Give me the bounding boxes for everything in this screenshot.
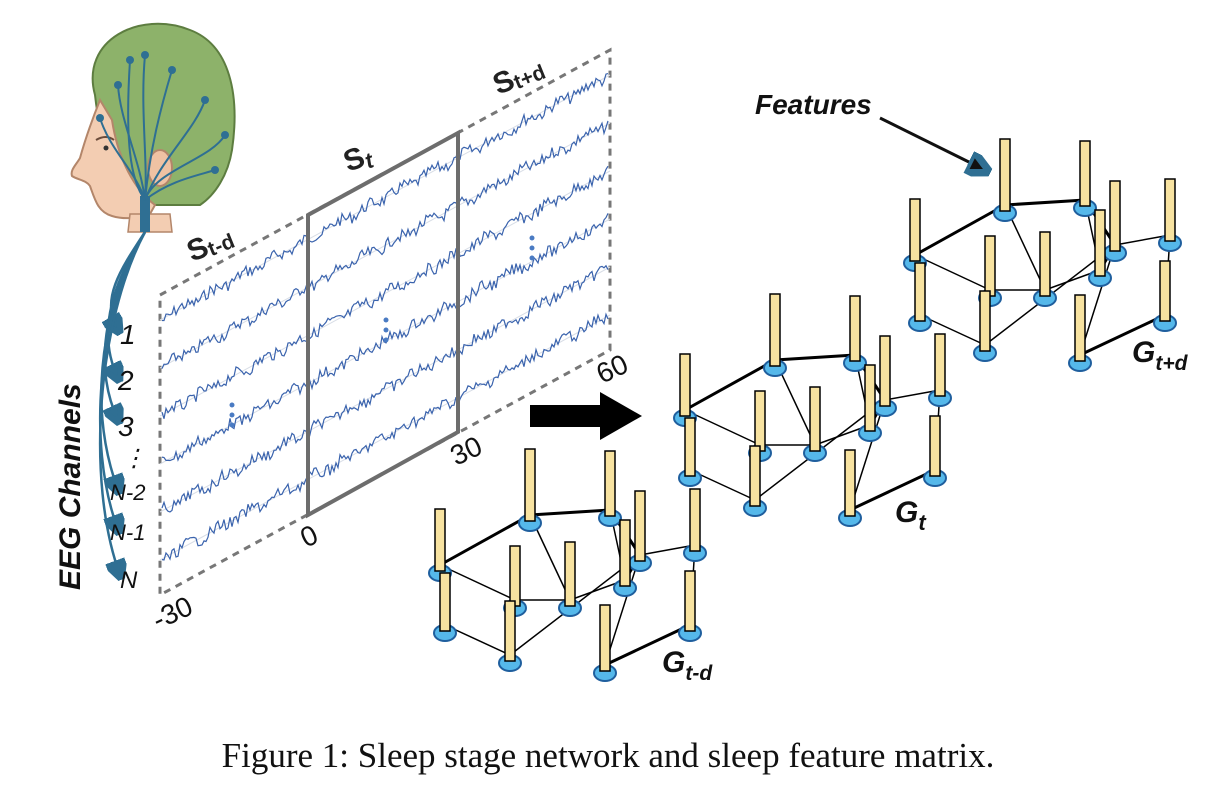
graph-edge: [639, 544, 696, 556]
feature-bar: [1159, 260, 1171, 322]
feature-bar: [984, 235, 996, 297]
sleep-graphs: [428, 138, 1182, 682]
feature-bar: [754, 390, 766, 452]
channel-label-n-2: N-2: [110, 480, 145, 505]
graph-edge: [914, 203, 1006, 257]
feature-bar: [604, 450, 616, 517]
channel-label-n: N: [120, 567, 138, 594]
feature-bar: [849, 295, 861, 362]
channel-label-1: 1: [120, 319, 136, 350]
feature-bar: [999, 138, 1011, 212]
feature-bar: [1164, 178, 1176, 242]
feature-bar: [1074, 294, 1086, 362]
head-illustration: [70, 22, 236, 233]
time-tick-minus-30: -30: [147, 590, 197, 635]
feature-bar: [504, 600, 516, 662]
graph-edge: [914, 254, 991, 291]
channel-label-ellipsis: ⋮: [122, 445, 146, 472]
eeg-wave-row: [161, 165, 609, 419]
segment-labels: St-d St St+d: [182, 51, 549, 269]
feature-bar: [439, 572, 451, 632]
graph-edge: [684, 409, 761, 446]
graph-edge: [529, 508, 611, 517]
feature-bar: [1094, 209, 1106, 277]
eeg-wave-row: [161, 312, 609, 561]
channel-label-n-1: N-1: [110, 520, 145, 545]
feature-bar: [679, 353, 691, 417]
feature-bar: [599, 604, 611, 672]
graph-labels: Gt-d Gt Gt+d: [662, 336, 1189, 685]
feature-bar: [769, 293, 781, 367]
graph-edge: [604, 623, 691, 667]
graph-edge: [1004, 198, 1086, 207]
feature-bar: [509, 545, 521, 607]
graph-edge: [849, 468, 936, 512]
feature-bar: [1109, 180, 1121, 252]
eeg-wave-row: [161, 120, 609, 369]
channel-labels: 1 2 3 ⋮ N-2 N-1 N: [110, 319, 146, 594]
time-axis-ticks: -30 0 30 60: [147, 348, 632, 635]
channel-label-2: 2: [117, 365, 134, 396]
channel-arrows: [98, 231, 147, 575]
graph-edge: [1114, 234, 1171, 246]
transform-arrow: [530, 392, 642, 440]
eeg-wave-row: [161, 264, 609, 513]
graph-edge: [849, 399, 886, 511]
graph-edge: [1079, 313, 1166, 357]
feature-bar: [1079, 140, 1091, 207]
time-tick-0: 0: [295, 519, 322, 554]
graph-network: [673, 293, 952, 527]
feature-bar: [934, 333, 946, 397]
feature-bar: [864, 364, 876, 432]
channel-label-3: 3: [118, 411, 134, 442]
feature-bar: [879, 335, 891, 407]
feature-bar: [929, 415, 941, 477]
figure-caption: Figure 1: Sleep stage network and sleep …: [221, 736, 995, 775]
graph-edge: [684, 358, 776, 412]
graph-edge: [439, 513, 531, 567]
time-tick-60: 60: [591, 348, 632, 389]
feature-bar: [564, 541, 576, 607]
graph-edge: [884, 389, 941, 401]
graph-edge: [1079, 244, 1116, 356]
graph-label-t-plus-d: Gt+d: [1132, 336, 1189, 375]
feature-bar: [689, 488, 701, 552]
feature-bar: [634, 490, 646, 562]
graph-edge: [439, 564, 516, 601]
features-label: Features: [755, 89, 872, 120]
segment-label-t-plus-d: St+d: [488, 51, 549, 101]
feature-bar: [524, 448, 536, 522]
feature-bar: [809, 386, 821, 452]
graph-edge: [604, 554, 641, 666]
feature-bar: [844, 449, 856, 517]
segment-window-st: [306, 129, 460, 519]
segment-label-t: St: [339, 138, 378, 181]
eeg-wave-row: [162, 73, 609, 322]
feature-bar: [909, 198, 921, 262]
feature-bar: [914, 262, 926, 322]
segment-label-t-minus-d: St-d: [182, 220, 238, 268]
feature-bar: [749, 445, 761, 507]
graph-network: [428, 448, 707, 682]
eeg-channels-label: EEG Channels: [54, 383, 87, 590]
graph-label-t-minus-d: Gt-d: [662, 646, 713, 685]
feature-bar: [1039, 231, 1051, 297]
feature-bar: [684, 570, 696, 632]
graph-edge: [774, 353, 856, 362]
feature-bar: [619, 519, 631, 587]
feature-bar: [684, 417, 696, 477]
features-annotation: Features: [755, 89, 985, 170]
feature-bar: [979, 290, 991, 352]
eeg-signal-matrix: [158, 47, 612, 598]
feature-bar: [434, 508, 446, 572]
graph-network: [903, 138, 1182, 372]
graph-label-t: Gt: [895, 496, 927, 535]
